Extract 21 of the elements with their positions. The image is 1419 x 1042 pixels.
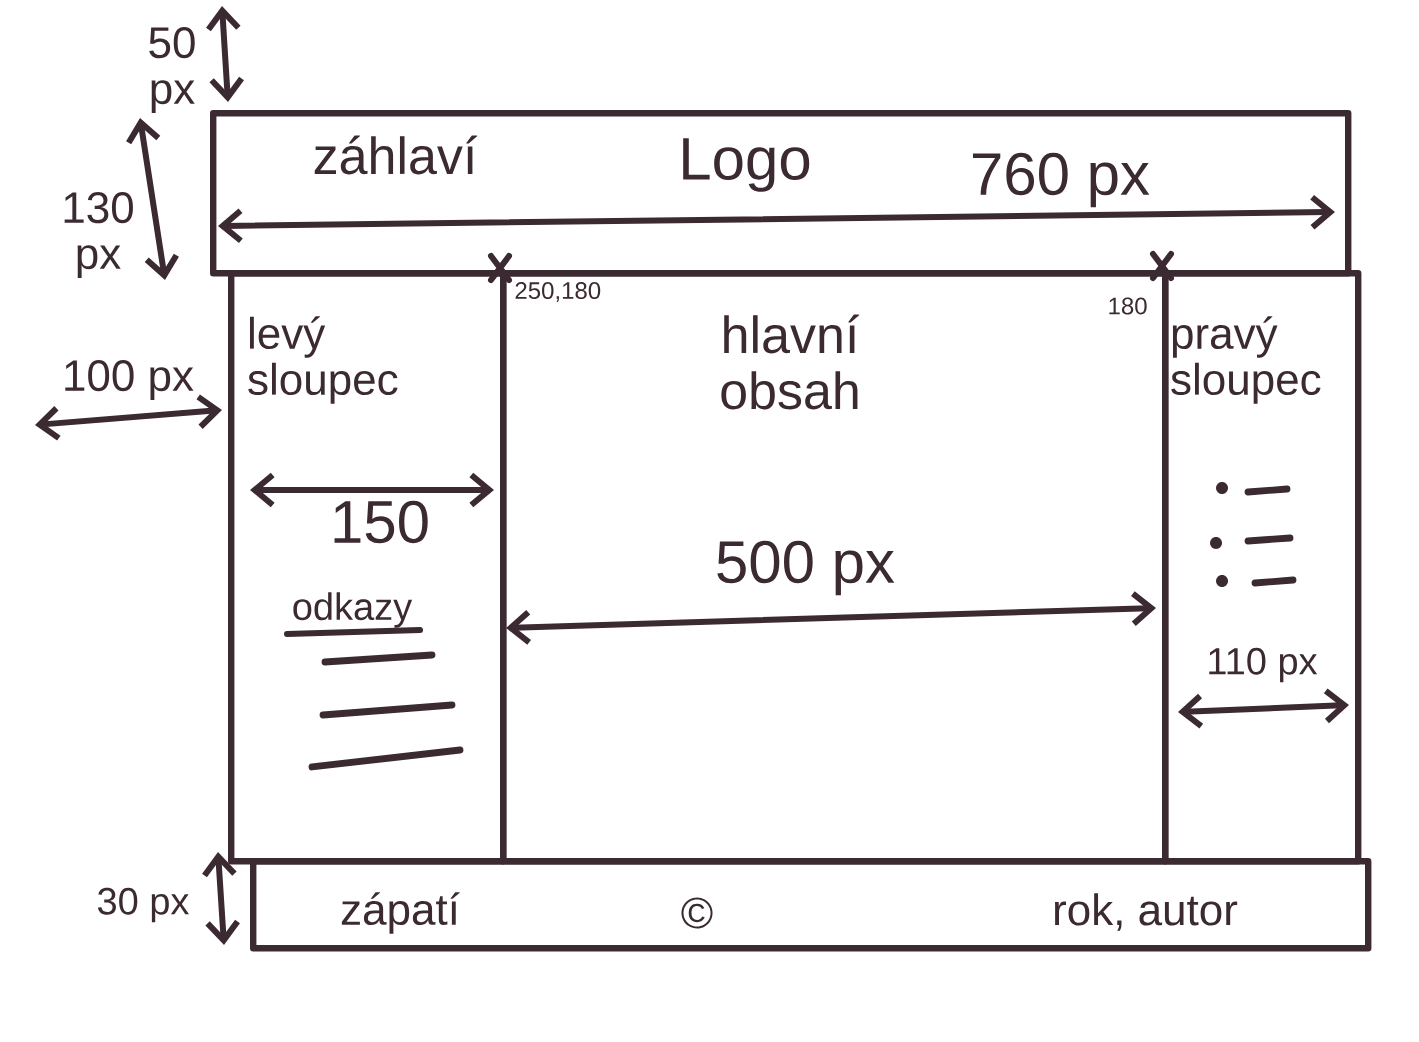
dimension-label: 50 px: [149, 27, 195, 113]
section-title: pravý sloupec: [1171, 316, 1321, 404]
section-title: záhlaví: [314, 135, 478, 175]
placeholder-text: ©: [681, 897, 713, 929]
placeholder-text: rok, autor: [1055, 893, 1238, 931]
header-box: [210, 110, 1352, 277]
dimension-label: 30 px: [97, 887, 189, 923]
section-title: levý sloupec: [248, 316, 398, 404]
dimension-label: 150: [334, 500, 428, 544]
link-heading: odkazy: [293, 592, 413, 628]
dimension-label: 760 px: [973, 152, 1150, 208]
placeholder-text: Logo: [683, 138, 810, 192]
dimension-label: 130 px: [64, 192, 133, 278]
section-title: zápatí: [341, 892, 460, 934]
dimension-label: 250,180: [515, 282, 601, 302]
dimension-label: 180: [1109, 297, 1147, 315]
footer-box: [250, 858, 1372, 952]
section-title: hlavní obsah: [721, 314, 860, 410]
dimension-label: 110 px: [1209, 647, 1318, 683]
dimension-label: 500 px: [717, 540, 895, 596]
dimension-label: 100 px: [65, 360, 194, 400]
